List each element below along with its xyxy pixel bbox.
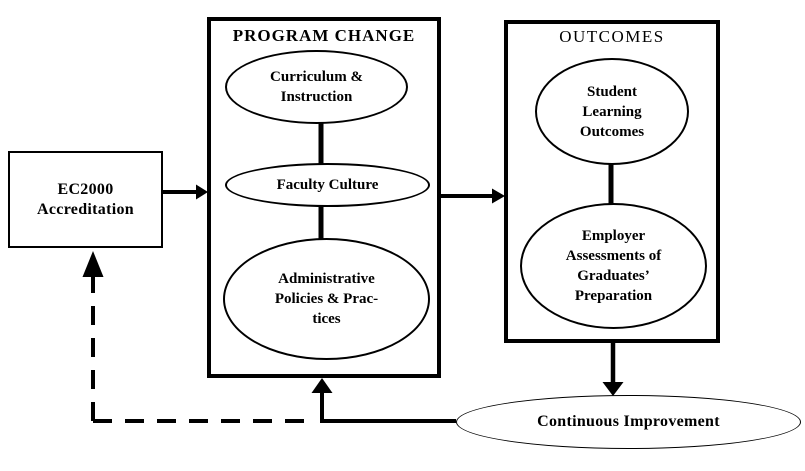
node-continuous-improvement-label: Continuous Improvement [537, 413, 720, 430]
node-faculty-culture: Faculty Culture [225, 163, 430, 207]
node-employer-assessments-label: Employer Assessments of Graduates’ Prepa… [565, 228, 662, 304]
edge-continuous-improvement-to-program-change [311, 378, 456, 423]
node-administrative-policies-label: Administrative Policies & Prac- tices [274, 271, 379, 327]
node-employer-assessments: Employer Assessments of Graduates’ Prepa… [520, 203, 707, 329]
node-ec2000-accreditation-label: EC2000 Accreditation [37, 180, 134, 218]
node-ec2000-accreditation: EC2000 Accreditation [8, 151, 163, 248]
edge-continuous-improvement-to-ec2000-dashed [82, 251, 314, 423]
node-administrative-policies: Administrative Policies & Prac- tices [223, 238, 430, 360]
node-student-learning-outcomes-label: Student Learning Outcomes [579, 83, 645, 140]
node-curriculum-instruction-label: Curriculum & Instruction [270, 69, 363, 105]
edge-ec2000-to-program-change [163, 184, 208, 200]
node-faculty-culture-label: Faculty Culture [276, 177, 379, 193]
program-change-title: PROGRAM CHANGE [232, 26, 416, 45]
outcomes-title: OUTCOMES [559, 27, 665, 46]
program-change-container: PROGRAM CHANGE [207, 17, 441, 378]
node-student-learning-outcomes: Student Learning Outcomes [535, 58, 689, 165]
outcomes-container: OUTCOMES [504, 20, 720, 343]
node-continuous-improvement: Continuous Improvement [456, 395, 801, 449]
node-curriculum-instruction: Curriculum & Instruction [225, 50, 408, 124]
edge-program-change-to-outcomes [441, 188, 505, 204]
edge-outcomes-to-continuous-improvement [602, 341, 624, 396]
